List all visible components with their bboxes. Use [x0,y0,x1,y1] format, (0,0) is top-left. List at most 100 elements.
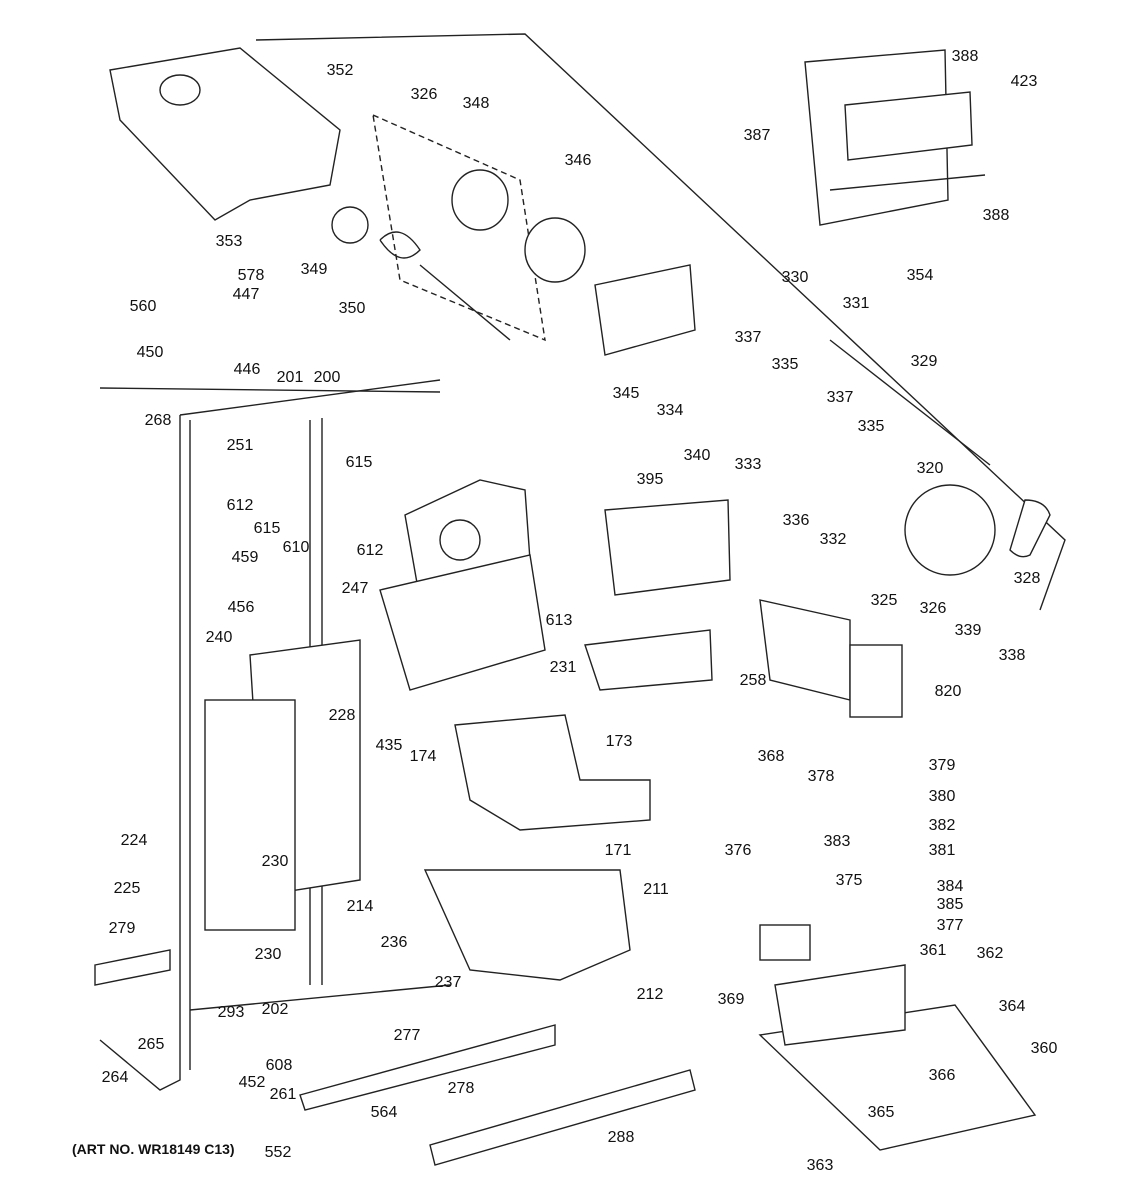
part-label-387[interactable]: 387 [743,127,771,144]
part-label-450[interactable]: 450 [136,344,164,361]
part-label-388[interactable]: 388 [951,48,979,65]
part-label-329[interactable]: 329 [910,353,938,370]
part-label-237[interactable]: 237 [434,974,462,991]
part-label-333[interactable]: 333 [734,456,762,473]
part-label-384[interactable]: 384 [936,878,964,895]
part-label-331[interactable]: 331 [842,295,870,312]
part-label-278[interactable]: 278 [447,1080,475,1097]
part-label-366[interactable]: 366 [928,1067,956,1084]
part-label-236[interactable]: 236 [380,934,408,951]
part-label-452[interactable]: 452 [238,1074,266,1091]
part-label-456[interactable]: 456 [227,599,255,616]
part-label-337[interactable]: 337 [826,389,854,406]
part-label-261[interactable]: 261 [269,1086,297,1103]
part-label-335[interactable]: 335 [857,418,885,435]
part-label-610[interactable]: 610 [282,539,310,556]
part-label-339[interactable]: 339 [954,622,982,639]
part-label-228[interactable]: 228 [328,707,356,724]
part-label-326[interactable]: 326 [919,600,947,617]
part-label-200[interactable]: 200 [313,369,341,386]
part-label-345[interactable]: 345 [612,385,640,402]
part-label-277[interactable]: 277 [393,1027,421,1044]
part-label-240[interactable]: 240 [205,629,233,646]
part-label-230[interactable]: 230 [261,853,289,870]
part-label-326[interactable]: 326 [410,86,438,103]
part-label-820[interactable]: 820 [934,683,962,700]
part-label-615[interactable]: 615 [253,520,281,537]
part-label-435[interactable]: 435 [375,737,403,754]
part-label-174[interactable]: 174 [409,748,437,765]
part-label-230[interactable]: 230 [254,946,282,963]
part-label-361[interactable]: 361 [919,942,947,959]
part-label-552[interactable]: 552 [264,1144,292,1161]
part-label-214[interactable]: 214 [346,898,374,915]
part-label-337[interactable]: 337 [734,329,762,346]
part-label-334[interactable]: 334 [656,402,684,419]
part-label-612[interactable]: 612 [226,497,254,514]
part-label-375[interactable]: 375 [835,872,863,889]
part-label-288[interactable]: 288 [607,1129,635,1146]
part-label-613[interactable]: 613 [545,612,573,629]
part-label-379[interactable]: 379 [928,757,956,774]
part-label-395[interactable]: 395 [636,471,664,488]
part-label-231[interactable]: 231 [549,659,577,676]
part-label-336[interactable]: 336 [782,512,810,529]
part-label-201[interactable]: 201 [276,369,304,386]
part-label-362[interactable]: 362 [976,945,1004,962]
part-label-349[interactable]: 349 [300,261,328,278]
part-label-348[interactable]: 348 [462,95,490,112]
part-label-171[interactable]: 171 [604,842,632,859]
part-label-293[interactable]: 293 [217,1004,245,1021]
part-label-328[interactable]: 328 [1013,570,1041,587]
part-label-251[interactable]: 251 [226,437,254,454]
part-label-354[interactable]: 354 [906,267,934,284]
part-label-202[interactable]: 202 [261,1001,289,1018]
part-label-224[interactable]: 224 [120,832,148,849]
part-label-381[interactable]: 381 [928,842,956,859]
part-label-264[interactable]: 264 [101,1069,129,1086]
part-label-369[interactable]: 369 [717,991,745,1008]
part-label-446[interactable]: 446 [233,361,261,378]
part-label-382[interactable]: 382 [928,817,956,834]
part-label-380[interactable]: 380 [928,788,956,805]
part-label-608[interactable]: 608 [265,1057,293,1074]
part-label-376[interactable]: 376 [724,842,752,859]
part-label-265[interactable]: 265 [137,1036,165,1053]
part-label-338[interactable]: 338 [998,647,1026,664]
part-label-378[interactable]: 378 [807,768,835,785]
part-label-340[interactable]: 340 [683,447,711,464]
part-label-578[interactable]: 578 [237,267,265,284]
part-label-332[interactable]: 332 [819,531,847,548]
part-label-447[interactable]: 447 [232,286,260,303]
part-label-459[interactable]: 459 [231,549,259,566]
part-label-211[interactable]: 211 [643,881,669,898]
part-label-560[interactable]: 560 [129,298,157,315]
part-label-615[interactable]: 615 [345,454,373,471]
part-label-350[interactable]: 350 [338,300,366,317]
part-label-320[interactable]: 320 [916,460,944,477]
part-label-335[interactable]: 335 [771,356,799,373]
part-label-225[interactable]: 225 [113,880,141,897]
part-label-365[interactable]: 365 [867,1104,895,1121]
part-label-346[interactable]: 346 [564,152,592,169]
part-label-173[interactable]: 173 [605,733,633,750]
part-label-388[interactable]: 388 [982,207,1010,224]
part-label-368[interactable]: 368 [757,748,785,765]
part-label-330[interactable]: 330 [781,269,809,286]
part-label-364[interactable]: 364 [998,998,1026,1015]
part-label-612[interactable]: 612 [356,542,384,559]
part-label-279[interactable]: 279 [108,920,136,937]
part-label-423[interactable]: 423 [1010,73,1038,90]
part-label-377[interactable]: 377 [936,917,964,934]
part-label-353[interactable]: 353 [215,233,243,250]
part-label-564[interactable]: 564 [370,1104,398,1121]
part-label-258[interactable]: 258 [739,672,767,689]
part-label-385[interactable]: 385 [936,896,964,913]
part-label-325[interactable]: 325 [870,592,898,609]
part-label-360[interactable]: 360 [1030,1040,1058,1057]
part-label-363[interactable]: 363 [806,1157,834,1174]
part-label-247[interactable]: 247 [341,580,369,597]
part-label-383[interactable]: 383 [823,833,851,850]
part-label-212[interactable]: 212 [636,986,664,1003]
part-label-268[interactable]: 268 [144,412,172,429]
